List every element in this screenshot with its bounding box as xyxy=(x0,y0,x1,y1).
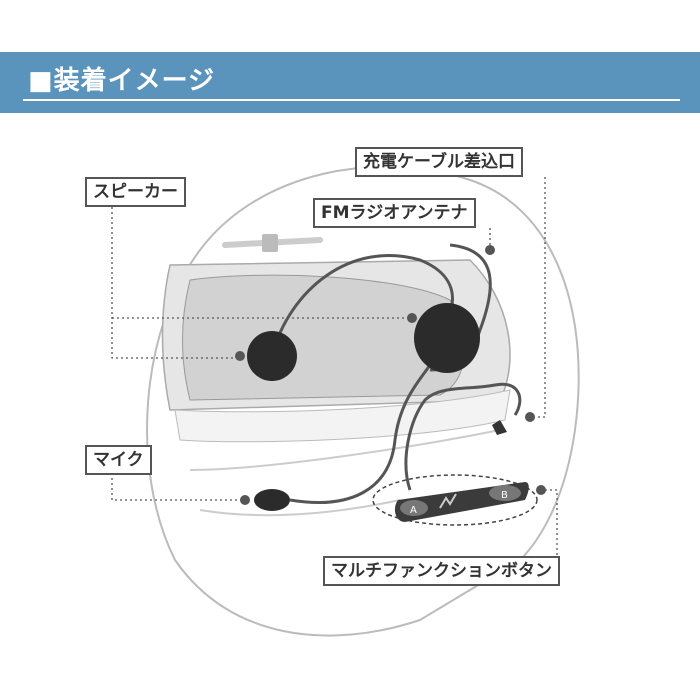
right-speaker xyxy=(414,303,480,373)
device-highlight xyxy=(372,474,538,526)
section-header: ■装着イメージ xyxy=(0,52,700,113)
microphone xyxy=(254,489,290,511)
label-charging-port: 充電ケーブル差込口 xyxy=(355,147,523,177)
left-speaker xyxy=(247,331,297,381)
button-b-label[interactable]: B xyxy=(501,490,508,501)
logo-icon xyxy=(439,493,457,509)
button-a-label[interactable]: A xyxy=(410,505,417,516)
mic-cable xyxy=(289,364,432,504)
label-mic: マイク xyxy=(85,445,152,475)
label-fm-antenna: FMラジオアンテナ xyxy=(313,198,476,228)
label-multifunction-button: マルチファンクションボタン xyxy=(323,556,560,586)
header-divider xyxy=(23,99,680,101)
section-title: ■装着イメージ xyxy=(28,66,216,96)
label-speaker: スピーカー xyxy=(85,177,186,207)
